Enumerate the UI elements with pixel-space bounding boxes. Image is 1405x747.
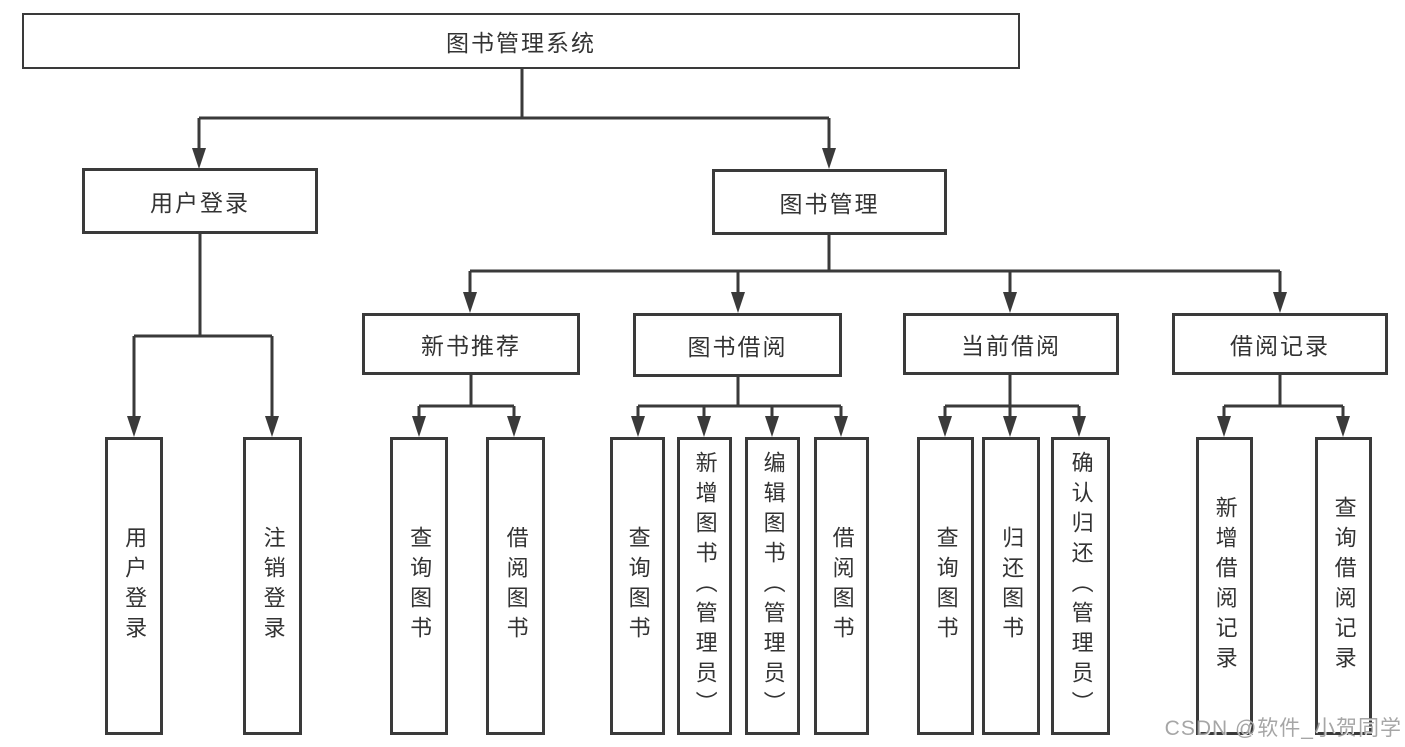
leaf-query-books-current: 查询图书: [917, 437, 974, 735]
leaf-borrow-books-recommend: 借阅图书: [486, 437, 545, 735]
arrowhead: [127, 416, 141, 437]
node-new-book-recommend: 新书推荐: [362, 313, 580, 375]
leaf-add-book-admin: 新增图书（管理员）: [677, 437, 732, 735]
arrowhead: [412, 416, 426, 437]
connector-root: [197, 69, 831, 158]
node-root-system: 图书管理系统: [22, 13, 1020, 69]
arrowhead: [631, 416, 645, 437]
leaf-return-book: 归还图书: [982, 437, 1040, 735]
node-book-management: 图书管理: [712, 169, 947, 235]
arrowhead: [507, 416, 521, 437]
leaf-query-books-borrow: 查询图书: [610, 437, 665, 735]
arrowhead: [1003, 292, 1017, 313]
node-book-borrow: 图书借阅: [633, 313, 842, 377]
leaf-user-login: 用户登录: [105, 437, 163, 735]
node-user-login: 用户登录: [82, 168, 318, 234]
arrowhead: [731, 292, 745, 313]
csdn-watermark: CSDN @软件_小贺同学: [1164, 717, 1402, 740]
arrowhead: [265, 416, 279, 437]
leaf-query-books-recommend: 查询图书: [390, 437, 448, 735]
connector-book-management: [468, 235, 1282, 302]
arrowhead: [1003, 416, 1017, 437]
arrowhead: [1273, 292, 1287, 313]
arrowhead: [938, 416, 952, 437]
arrowhead: [765, 416, 779, 437]
leaf-borrow-books-borrow: 借阅图书: [814, 437, 869, 735]
connector-book-borrow: [636, 377, 843, 426]
arrowhead: [822, 148, 836, 169]
leaf-confirm-return-admin: 确认归还（管理员）: [1051, 437, 1110, 735]
arrowhead: [1336, 416, 1350, 437]
leaf-edit-book-admin: 编辑图书（管理员）: [745, 437, 800, 735]
leaf-add-borrow-record: 新增借阅记录: [1196, 437, 1253, 735]
arrowhead: [697, 416, 711, 437]
arrowhead: [1217, 416, 1231, 437]
connector-paths: [132, 69, 1345, 426]
connector-borrow-records: [1222, 375, 1345, 426]
leaf-logout-login: 注销登录: [243, 437, 302, 735]
connector-user-login: [132, 234, 274, 426]
arrowhead: [463, 292, 477, 313]
node-borrow-records: 借阅记录: [1172, 313, 1388, 375]
connector-new-book-recommend: [417, 375, 516, 426]
arrowheads: [127, 148, 1350, 437]
arrowhead: [192, 148, 206, 169]
arrowhead: [1072, 416, 1086, 437]
leaf-query-borrow-record: 查询借阅记录: [1315, 437, 1372, 735]
node-current-borrow: 当前借阅: [903, 313, 1119, 375]
arrowhead: [834, 416, 848, 437]
